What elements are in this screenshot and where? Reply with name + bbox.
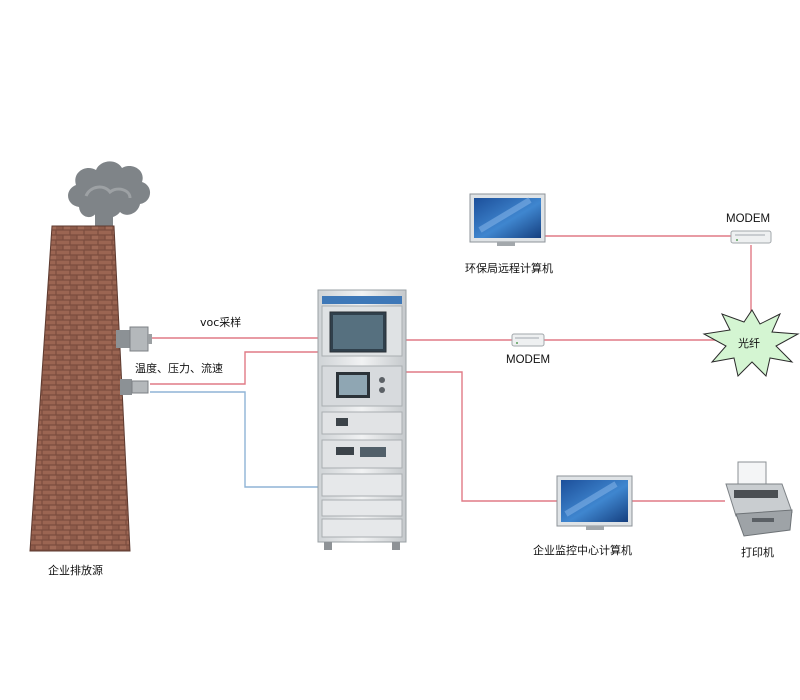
connection-lines: [150, 235, 752, 502]
sensor-line-red: [150, 351, 322, 385]
chimney-icon: [29, 225, 131, 552]
monitor-pc-label: 企业监控中心计算机: [533, 544, 632, 557]
smoke-cloud-icon: [68, 161, 151, 230]
fiber-label: 光纤: [738, 337, 760, 350]
printer-label: 打印机: [741, 546, 774, 559]
modem-mid-icon: [511, 333, 545, 347]
modem-mid-label: MODEM: [506, 354, 551, 366]
monitor-computer-icon: [556, 475, 633, 530]
fiber-burst-icon: [702, 309, 800, 377]
sensor-line-blue: [150, 391, 322, 488]
modem-top-icon: [730, 230, 772, 244]
remote-computer-icon: [469, 193, 546, 246]
temp-pressure-flow-label: 温度、压力、流速: [135, 362, 223, 375]
modem-top-label: MODEM: [726, 213, 771, 225]
cabinet-to-monitor-pc-line: [404, 371, 558, 502]
analyzer-cabinet-icon: [317, 289, 407, 550]
chimney-label: 企业排放源: [48, 564, 103, 577]
printer-icon: [725, 461, 793, 537]
voc-sampling-label: voc采样: [200, 316, 242, 329]
sensor-probe-icon: [120, 379, 149, 395]
remote-pc-label: 环保局远程计算机: [465, 262, 553, 275]
sampling-probe-icon: [116, 326, 152, 352]
